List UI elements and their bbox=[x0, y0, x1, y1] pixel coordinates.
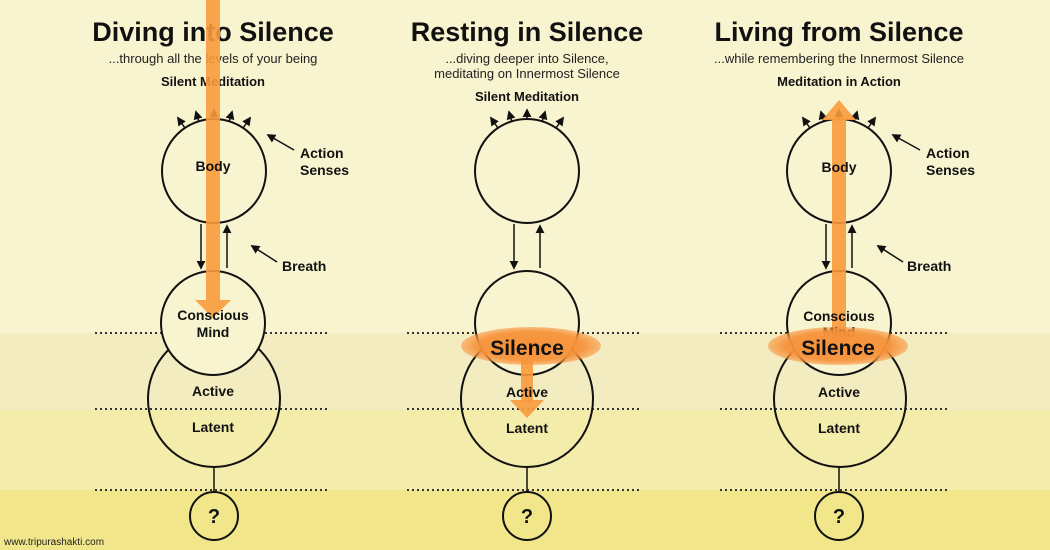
action-pointer-arrow bbox=[891, 134, 921, 151]
panel-subtitle: ...while remembering the Innermost Silen… bbox=[714, 51, 964, 66]
living-arrow bbox=[822, 100, 856, 348]
latent-label: Latent bbox=[818, 420, 860, 436]
action-label: Action bbox=[300, 145, 344, 161]
panel-diving: Diving into Silence ...through all the l… bbox=[92, 0, 349, 541]
senses-label: Senses bbox=[300, 162, 349, 178]
panel-resting: Resting in Silence ...diving deeper into… bbox=[411, 17, 644, 541]
silence-glow bbox=[461, 327, 601, 365]
body-label: Body bbox=[822, 159, 857, 175]
silence-label: Silence bbox=[490, 337, 564, 360]
panel-title: Resting in Silence bbox=[411, 17, 644, 47]
credit-text: www.tripurashakti.com bbox=[3, 537, 104, 548]
mind-label: Mind bbox=[197, 324, 230, 340]
conscious-label: Conscious bbox=[803, 308, 875, 324]
conscious-label: Conscious bbox=[177, 307, 249, 323]
action-label: Action bbox=[926, 145, 970, 161]
unknown-circle bbox=[189, 491, 239, 541]
panel-subtitle-line2: meditating on Innermost Silence bbox=[434, 66, 620, 81]
body-circle bbox=[474, 118, 580, 224]
active-label: Active bbox=[192, 383, 234, 399]
unknown-circle bbox=[502, 491, 552, 541]
active-label: Active bbox=[506, 384, 548, 400]
panel-living: Living from Silence ...while remembering… bbox=[714, 17, 975, 541]
unknown-label: ? bbox=[521, 506, 533, 528]
breath-label: Breath bbox=[907, 258, 951, 274]
active-label: Active bbox=[818, 384, 860, 400]
breath-pointer-arrow bbox=[250, 245, 278, 263]
breath-pointer-arrow bbox=[876, 245, 904, 263]
unknown-label: ? bbox=[833, 506, 845, 528]
action-pointer-arrow bbox=[266, 134, 295, 151]
background-band-latent bbox=[0, 410, 1050, 490]
unknown-circle bbox=[814, 491, 864, 541]
unknown-label: ? bbox=[208, 506, 220, 528]
breath-label: Breath bbox=[282, 258, 326, 274]
panel-title: Living from Silence bbox=[714, 17, 963, 47]
latent-label: Latent bbox=[192, 419, 234, 435]
panel-caption: Meditation in Action bbox=[777, 74, 901, 89]
panel-caption: Silent Meditation bbox=[475, 89, 579, 104]
silence-glow bbox=[768, 327, 908, 365]
senses-label: Senses bbox=[926, 162, 975, 178]
latent-label: Latent bbox=[506, 420, 548, 436]
diving-arrow bbox=[195, 0, 231, 318]
body-label: Body bbox=[196, 158, 231, 174]
silence-label: Silence bbox=[801, 337, 875, 360]
resting-arrow bbox=[510, 360, 544, 418]
panel-subtitle-line1: ...diving deeper into Silence, bbox=[445, 51, 608, 66]
